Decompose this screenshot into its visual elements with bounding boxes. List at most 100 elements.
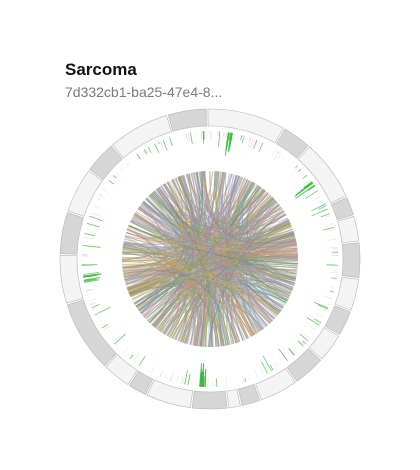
fusion-link xyxy=(133,214,292,294)
track-mark xyxy=(201,363,205,387)
chromosome-segment xyxy=(207,108,284,144)
track-mark xyxy=(258,142,264,152)
track-mark xyxy=(227,132,232,151)
track-mark xyxy=(187,373,191,386)
fusion-link xyxy=(140,238,296,314)
track-mark xyxy=(185,133,188,142)
fusion-link xyxy=(183,171,216,344)
track-mark xyxy=(294,350,297,354)
chromosome-segment xyxy=(129,370,154,395)
fusion-link xyxy=(215,171,239,343)
track-mark xyxy=(129,354,134,360)
track-mark xyxy=(240,134,243,141)
track-mark xyxy=(93,205,100,209)
track-mark xyxy=(330,286,335,288)
fusion-link xyxy=(142,201,290,246)
track-mark xyxy=(265,365,270,373)
track-mark xyxy=(326,264,338,266)
track-mark xyxy=(291,353,294,357)
track-mark xyxy=(150,366,155,373)
track-mark xyxy=(102,189,109,194)
track-mark xyxy=(302,340,307,345)
sample-id: 7d332cb1-ba25-47e4-8... xyxy=(65,84,223,100)
track-mark xyxy=(326,296,332,300)
chromosome-segment xyxy=(105,354,138,386)
track-mark xyxy=(306,183,315,190)
track-mark xyxy=(125,162,129,166)
track-mark xyxy=(304,175,308,179)
track-mark xyxy=(82,273,89,275)
track-mark xyxy=(143,149,148,155)
track-mark xyxy=(328,223,334,226)
track-mark xyxy=(164,373,167,379)
chromosome-segment xyxy=(341,242,361,279)
track-mark xyxy=(259,141,261,145)
track-mark xyxy=(225,377,227,386)
fusion-link xyxy=(220,172,292,294)
track-mark xyxy=(326,238,337,241)
track-mark xyxy=(83,274,97,278)
chromosome-segment xyxy=(337,216,360,244)
track-mark xyxy=(100,323,104,326)
fusion-link xyxy=(217,171,297,244)
track-mark xyxy=(308,324,317,331)
track-mark xyxy=(176,375,179,383)
track-mark xyxy=(103,326,111,331)
track-mark xyxy=(92,308,97,311)
chromosome-segment xyxy=(297,146,347,204)
track-mark xyxy=(302,174,307,179)
track-mark xyxy=(159,372,162,377)
track-mark xyxy=(319,305,328,310)
track-mark xyxy=(315,312,324,318)
fusion-link xyxy=(123,244,187,343)
track-mark xyxy=(243,380,245,383)
fusion-link xyxy=(122,242,297,256)
chromosome-segment xyxy=(191,390,228,410)
track-mark xyxy=(90,212,99,217)
track-mark xyxy=(315,321,321,325)
track-mark xyxy=(108,180,115,185)
track-mark xyxy=(327,246,338,249)
track-mark xyxy=(308,185,316,191)
fusion-link xyxy=(128,225,298,265)
fusion-link xyxy=(181,178,245,343)
track-mark xyxy=(83,236,94,240)
track-mark xyxy=(311,208,328,217)
track-mark xyxy=(83,274,99,278)
track-mark xyxy=(115,172,120,177)
fusion-link xyxy=(130,221,288,301)
track-mark xyxy=(97,197,102,201)
track-mark xyxy=(122,348,128,354)
track-mark xyxy=(90,303,95,306)
track-mark xyxy=(304,179,311,185)
track-mark xyxy=(254,368,259,378)
track-mark xyxy=(103,325,111,331)
fusion-link xyxy=(186,276,295,345)
chromosome-segment xyxy=(308,326,340,360)
track-mark xyxy=(136,153,141,160)
track-mark xyxy=(159,141,164,150)
fusion-link xyxy=(158,182,197,332)
track-mark xyxy=(218,131,221,147)
fusion-link xyxy=(129,263,298,295)
track-mark xyxy=(275,151,281,160)
fusion-link xyxy=(130,221,200,346)
track-mark xyxy=(259,366,265,376)
fusion-link xyxy=(130,211,285,297)
track-mark xyxy=(162,139,168,151)
track-mark xyxy=(269,364,274,371)
track-mark xyxy=(134,355,141,363)
track-mark xyxy=(297,340,304,347)
fusion-link xyxy=(123,270,231,345)
track-mark xyxy=(322,203,326,206)
track-mark xyxy=(331,248,338,250)
track-mark xyxy=(328,229,335,231)
fusion-link xyxy=(158,187,206,347)
track-mark xyxy=(299,333,309,342)
track-mark xyxy=(83,278,97,282)
track-mark xyxy=(282,155,286,160)
track-mark xyxy=(318,199,324,203)
track-mark xyxy=(86,223,100,228)
track-mark xyxy=(253,139,258,150)
